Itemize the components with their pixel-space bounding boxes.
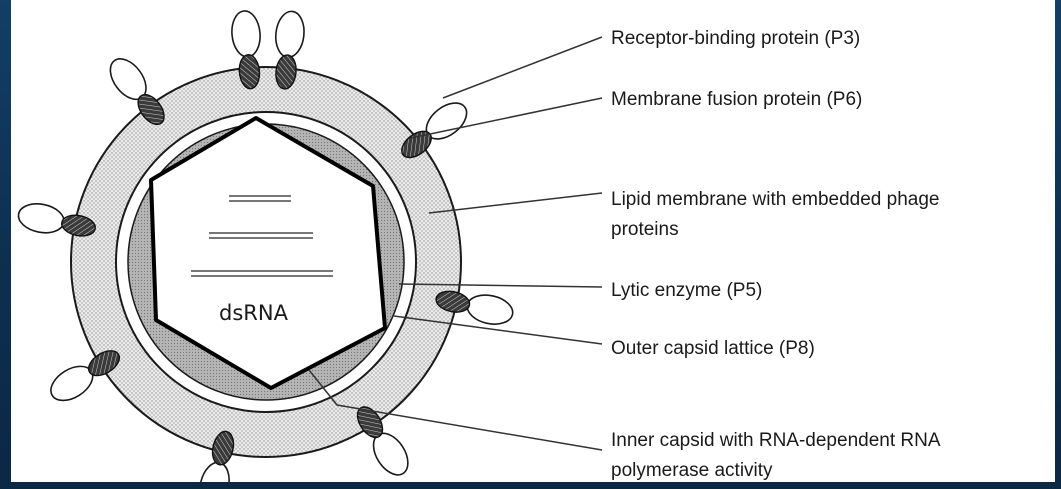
receptor-binding-spike-7	[16, 200, 66, 236]
label-lipid-membrane-1: Lipid membrane with embedded phage	[611, 189, 940, 210]
receptor-binding-spike-3	[465, 291, 516, 328]
dsrna-label: dsRNA	[219, 301, 289, 325]
receptor-binding-spike-5	[196, 460, 234, 482]
leader-lipid	[429, 193, 602, 213]
label-inner-capsid-2: polymerase activity	[611, 460, 773, 481]
label-inner-capsid-1: Inner capsid with RNA-dependent RNA	[611, 430, 941, 451]
label-receptor-binding: Receptor-binding protein (P3)	[611, 28, 860, 49]
label-lipid-membrane-2: proteins	[611, 219, 679, 240]
diagram-panel: dsRNA Receptor-binding protein (P3) Memb…	[11, 0, 1055, 482]
label-membrane-fusion: Membrane fusion protein (P6)	[611, 89, 862, 110]
label-lytic-enzyme: Lytic enzyme (P5)	[611, 280, 762, 301]
receptor-binding-spike-1	[230, 10, 262, 58]
leader-receptor	[443, 37, 602, 98]
label-outer-capsid: Outer capsid lattice (P8)	[611, 338, 815, 359]
receptor-binding-spike-9	[274, 10, 307, 59]
phage-structure-diagram: dsRNA Receptor-binding protein (P3) Memb…	[11, 0, 1055, 482]
